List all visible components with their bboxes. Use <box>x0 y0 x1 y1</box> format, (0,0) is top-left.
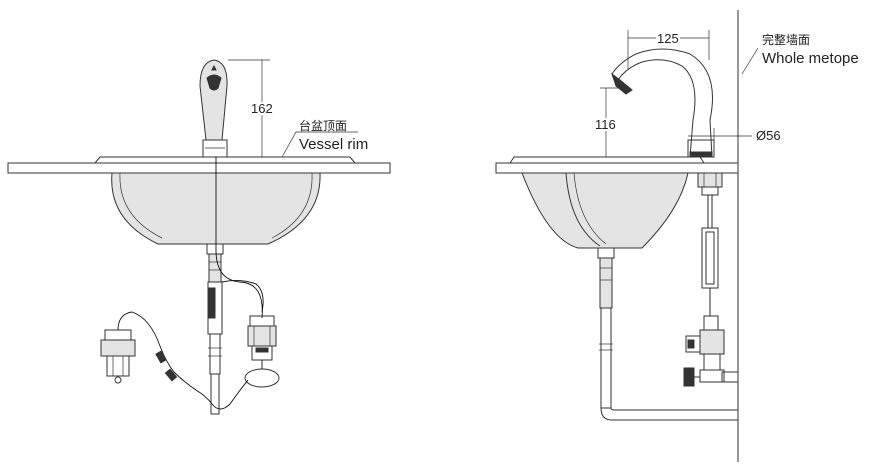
dim-spout-height-label: 162 <box>250 101 274 116</box>
front-faucet-base <box>202 139 228 158</box>
side-trap-pipe <box>600 407 738 421</box>
front-supply-hose <box>215 157 263 319</box>
front-sensor-cable <box>117 311 213 405</box>
dim-base-diameter-label: Ø56 <box>755 128 782 143</box>
side-control-module <box>685 335 701 353</box>
wall-label-zh: 完整墙面 <box>762 33 811 47</box>
front-drain <box>206 243 224 255</box>
vessel-rim-label-zh: 台盆顶面 <box>299 119 348 133</box>
vessel-rim-label-en: Vessel rim <box>299 136 369 153</box>
front-control-box-cap <box>104 329 132 341</box>
side-valve-nut <box>703 315 719 331</box>
side-hose-sleeve <box>701 227 719 289</box>
side-drain-pipe <box>600 307 612 409</box>
side-countertop <box>495 162 739 174</box>
front-solenoid-valve <box>247 325 277 347</box>
side-view <box>495 10 759 462</box>
wall-leader <box>741 47 759 75</box>
side-solenoid-valve <box>699 329 725 355</box>
front-countertop <box>7 162 391 174</box>
side-angle-valve-handle <box>683 367 695 387</box>
side-faucet-spout-outer <box>617 59 696 158</box>
side-angle-valve <box>699 369 725 383</box>
side-basin-bowl <box>521 172 689 249</box>
front-control-box <box>100 339 136 357</box>
front-faucet-sensor <box>206 74 222 91</box>
front-shutoff-handle <box>244 368 280 388</box>
wall-label-en: Whole metope <box>762 50 859 67</box>
dim-spout-reach-label: 125 <box>656 31 680 46</box>
front-view <box>7 59 391 415</box>
side-drain <box>597 247 615 259</box>
side-faucet-outlet <box>611 72 633 95</box>
side-mounting-nut <box>697 172 723 188</box>
front-vessel-rim <box>94 156 356 164</box>
front-faucet-body <box>199 59 228 141</box>
side-faucet-spout-inner <box>611 48 713 158</box>
vessel-rim-leader <box>281 131 358 158</box>
dim-spout-clearance-label: 116 <box>594 117 617 132</box>
